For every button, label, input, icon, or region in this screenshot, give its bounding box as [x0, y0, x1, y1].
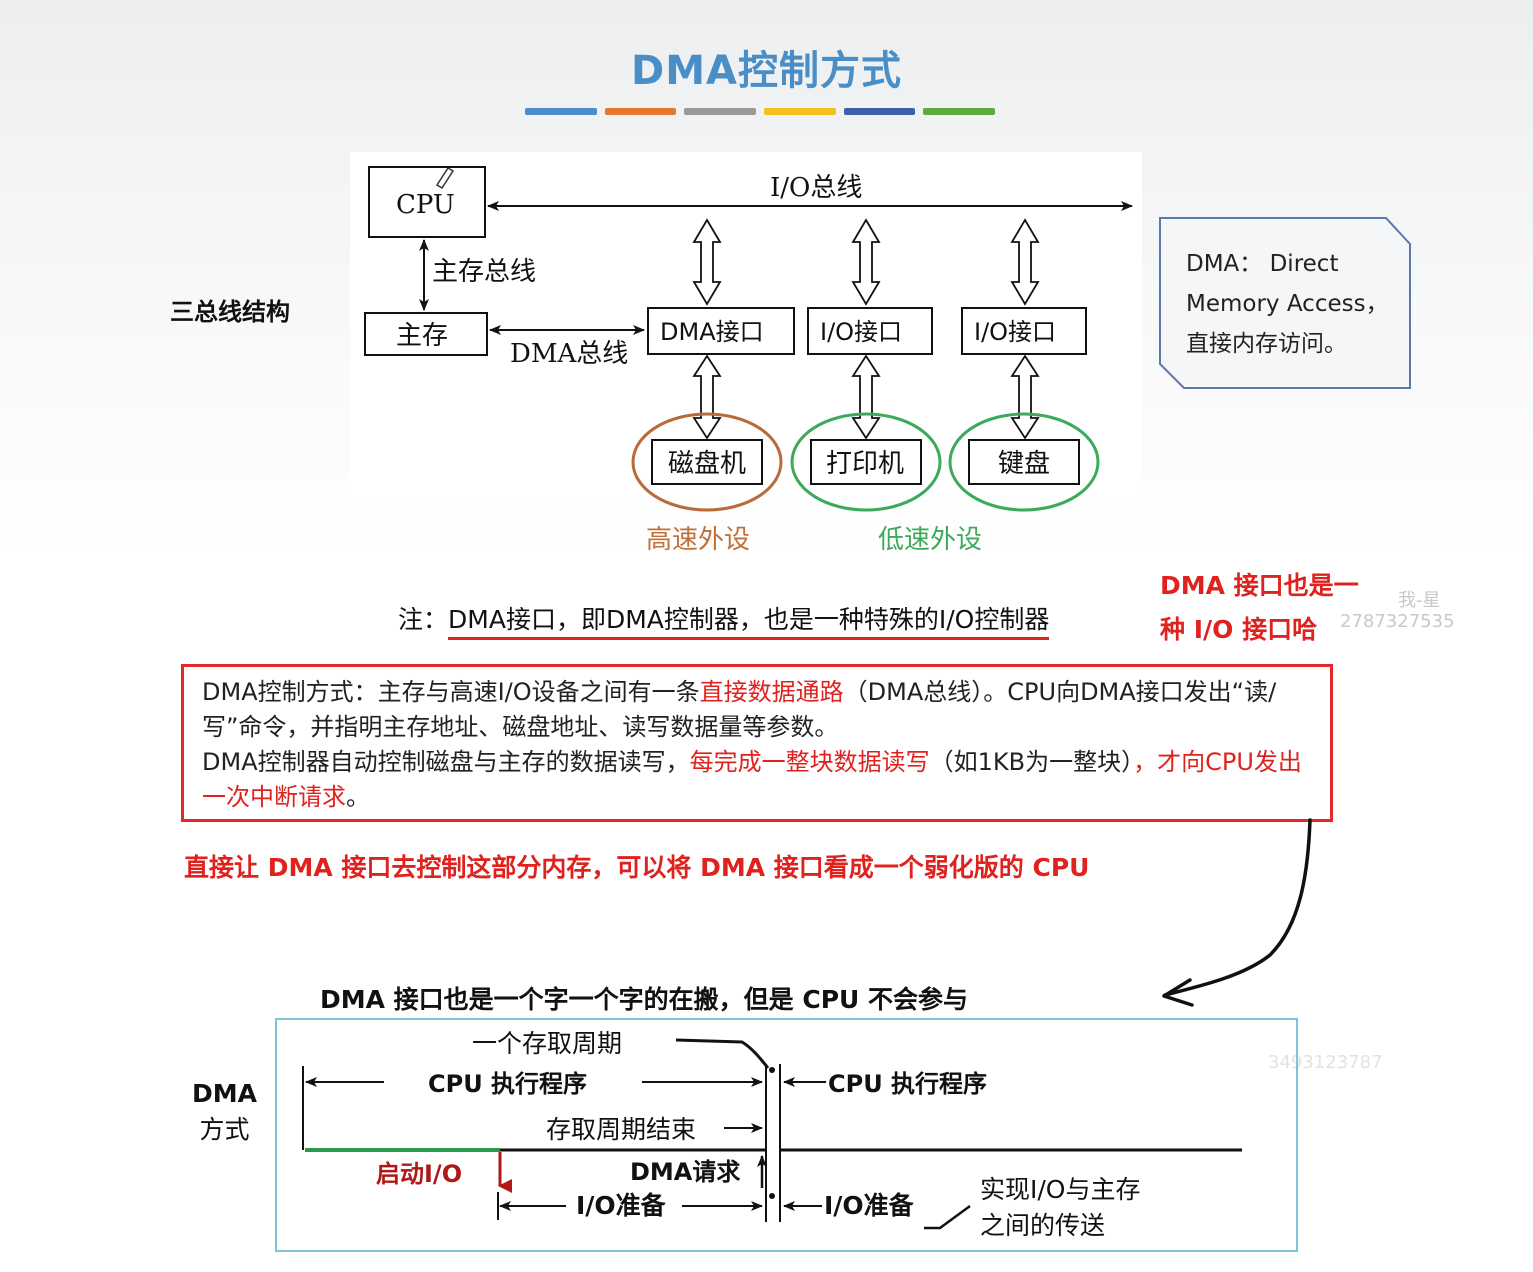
description-paragraph-2: DMA控制器自动控制磁盘与主存的数据读写，每完成一整块数据读写（如1KB为一整块…: [202, 745, 1320, 815]
cpu-label: CPU: [396, 190, 455, 220]
hand-drawn-arrow-head: [1162, 978, 1194, 1007]
low-speed-label: 低速外设: [878, 525, 982, 555]
note: 注：DMA接口，即DMA控制器，也是一种特殊的I/O控制器: [398, 600, 1050, 640]
cpu-exec-2-label: CPU 执行程序: [828, 1070, 987, 1098]
note-red-comment: DMA 接口也是一 种 I/O 接口哈: [1160, 564, 1400, 652]
title-bar-2: [604, 108, 677, 115]
description-p2-highlight-2: ，才向CPU发出一次中断请求: [202, 748, 1302, 811]
disk-box: [651, 439, 763, 485]
dma-interface-box: [647, 307, 795, 355]
io-bus-label: I/O总线: [770, 173, 862, 203]
cpu-box: [368, 166, 486, 238]
dma-definition-frame: [1159, 217, 1411, 389]
io-interface-1-label: I/O接口: [820, 318, 902, 346]
dma-mode-line-1: DMA: [192, 1079, 257, 1108]
memory-box: [364, 312, 488, 356]
disk-label: 磁盘机: [668, 449, 746, 479]
io-interface-2-label: I/O接口: [974, 318, 1056, 346]
description-p1-a: DMA控制方式：主存与高速I/O设备之间有一条: [202, 678, 700, 706]
note-text: DMA接口，即DMA控制器，也是一种特殊的I/O控制器: [448, 605, 1050, 640]
description-p2-b: （如1KB为一整块）: [929, 748, 1134, 776]
title-bar-6: [923, 108, 996, 115]
double-arrow-2: [851, 218, 881, 306]
bus-diagram: I/O总线 CPU 主存总线 主存 DMA总线 DMA接口 I/O接口 I/O接…: [364, 166, 1133, 555]
main-bus-label: 主存总线: [432, 257, 536, 287]
title-underline-bars: [525, 108, 996, 118]
timing-frame: [275, 1018, 1298, 1252]
dma-mode-line-2: 方式: [199, 1115, 250, 1144]
keyboard-label: 键盘: [998, 449, 1050, 479]
transfer-label-2: 之间的传送: [980, 1211, 1105, 1240]
double-arrow-6: [1010, 354, 1040, 440]
io-interface-2-box: [961, 307, 1087, 355]
note-prefix: 注：: [398, 605, 449, 634]
low-speed-ellipse-1: [790, 412, 942, 512]
dma-interface-label: DMA接口: [660, 318, 764, 346]
high-speed-label: 高速外设: [646, 525, 750, 555]
start-io-label: 启动I/O: [376, 1160, 462, 1188]
transfer-label-1: 实现I/O与主存: [980, 1175, 1140, 1204]
three-bus-label: 三总线结构: [170, 298, 290, 326]
description-p1-highlight: 直接数据通路: [699, 678, 844, 706]
hand-drawn-arrow-curve: [1163, 818, 1312, 997]
io-prep-2-label: I/O准备: [824, 1191, 915, 1220]
description-p2-c: 。: [346, 783, 370, 811]
access-end-label: 存取周期结束: [546, 1115, 696, 1144]
dma-definition-line-3: 直接内存访问。: [1186, 331, 1347, 357]
transfer-leader: [924, 1204, 971, 1230]
title-bar-1: [525, 108, 597, 115]
access-cycle-label: 一个存取周期: [472, 1029, 622, 1058]
title-bar-4: [764, 108, 836, 115]
cycle-dot-bottom: [769, 1193, 775, 1199]
access-cycle-leader: [675, 1038, 770, 1069]
io-interface-1-box: [807, 307, 933, 355]
note-red-line-2: 种 I/O 接口哈: [1160, 615, 1318, 644]
double-arrow-5: [851, 354, 881, 440]
watermark-1: 我-星: [1398, 590, 1441, 611]
title-bar-5: [843, 108, 916, 115]
dma-definition-line-1: DMA： Direct: [1186, 251, 1339, 277]
note-red-line-1: DMA 接口也是一: [1160, 571, 1359, 600]
dma-request-label: DMA请求: [630, 1158, 740, 1186]
title-bar-3: [684, 108, 757, 115]
description-p1-b: （DMA总线）。CPU向DMA接口发出“读/写”命令，并指明主存地址、磁盘地址、…: [202, 678, 1277, 741]
pencil-icon: [435, 166, 455, 190]
bus-to-interface-arrows: [692, 218, 1040, 440]
hand-drawn-arrow: [1162, 818, 1312, 1007]
timing-title: DMA 接口也是一个字一个字的在搬，但是 CPU 不会参与: [320, 985, 969, 1014]
watermark-2: 2787327535: [1340, 611, 1455, 632]
description-p2-a: DMA控制器自动控制磁盘与主存的数据读写，: [202, 748, 690, 776]
dma-definition: DMA： Direct Memory Access， 直接内存访问。: [1160, 218, 1410, 388]
page-title: DMA控制方式: [631, 48, 902, 94]
io-prep-1-label: I/O准备: [576, 1191, 667, 1220]
memory-label: 主存: [396, 321, 448, 351]
description-p2-highlight-1: 每完成一整块数据读写: [689, 748, 930, 776]
weak-cpu-comment: 直接让 DMA 接口去控制这部分内存，可以将 DMA 接口看成一个弱化版的 CP…: [184, 853, 1090, 882]
description-paragraph-1: DMA控制方式：主存与高速I/O设备之间有一条直接数据通路（DMA总线）。CPU…: [202, 675, 1320, 745]
double-arrow-1: [692, 218, 722, 306]
dma-definition-line-2: Memory Access，: [1186, 291, 1389, 317]
cycle-dot-top: [769, 1067, 775, 1073]
dma-mode-label: DMA 方式: [192, 1076, 257, 1148]
cpu-exec-1-label: CPU 执行程序: [428, 1070, 587, 1098]
high-speed-ellipse: [631, 412, 783, 512]
dma-description-box: DMA控制方式：主存与高速I/O设备之间有一条直接数据通路（DMA总线）。CPU…: [181, 664, 1333, 822]
double-arrow-4: [692, 354, 722, 440]
dma-bus-label: DMA总线: [510, 339, 628, 369]
printer-label: 打印机: [826, 449, 904, 479]
dma-definition-border: [1159, 217, 1411, 389]
double-arrow-3: [1010, 218, 1040, 306]
keyboard-box: [968, 439, 1080, 485]
low-speed-ellipse-2: [948, 412, 1100, 512]
printer-box: [810, 439, 922, 485]
